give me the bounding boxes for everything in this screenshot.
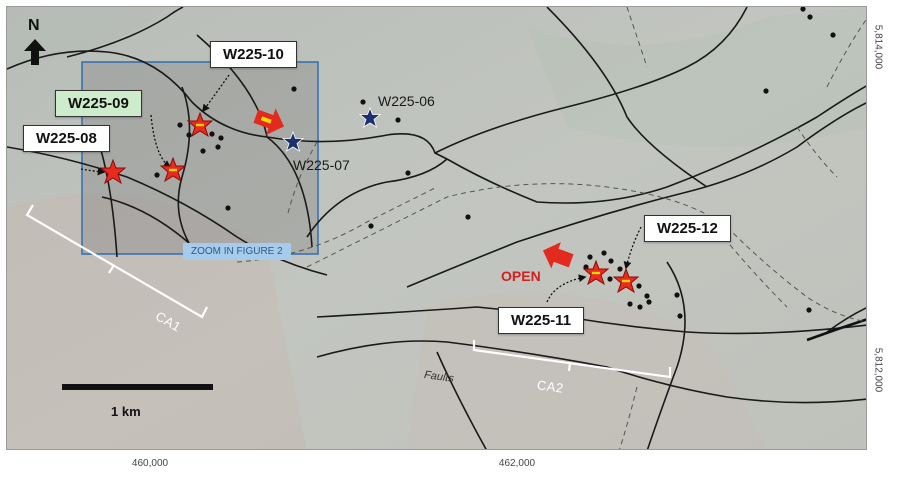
drillhole-star-w225-07[interactable] <box>281 130 305 152</box>
drillhole-star-w225-12[interactable] <box>612 267 640 294</box>
callout-w225-08[interactable]: W225-08 <box>23 125 110 152</box>
y-coord-5814000: 5,814,000 <box>872 24 884 70</box>
scale-label: 1 km <box>111 404 141 419</box>
north-arrow-icon <box>24 39 46 65</box>
callout-w225-11[interactable]: W225-11 <box>498 307 585 334</box>
map-frame: N W225-10 W225-09 W225-08 W225-12 W225-1… <box>6 6 867 450</box>
label-w225-07: W225-07 <box>293 157 350 173</box>
drillhole-star-w225-08[interactable] <box>99 158 127 185</box>
callout-w225-10[interactable]: W225-10 <box>210 41 297 68</box>
north-label: N <box>28 17 40 34</box>
leader-lines <box>80 74 642 303</box>
scale-bar <box>62 384 213 390</box>
y-coord-5812000: 5,812,000 <box>872 347 884 393</box>
x-coord-462000: 462,000 <box>498 458 536 469</box>
drillhole-star-w225-06[interactable] <box>358 106 382 128</box>
trend-arrow <box>542 242 574 269</box>
drillhole-star-w225-09[interactable] <box>159 156 187 183</box>
x-coord-460000: 460,000 <box>131 458 169 469</box>
label-open: OPEN <box>501 268 541 284</box>
fault-lines <box>7 7 866 449</box>
drill-collars <box>154 7 836 319</box>
drillhole-star-w225-10[interactable] <box>186 111 214 138</box>
callout-w225-09[interactable]: W225-09 <box>55 90 142 117</box>
drillhole-star-w225-11[interactable] <box>582 259 610 286</box>
trend-arrow <box>253 108 285 135</box>
ca1-bracket <box>25 204 208 319</box>
geology-map <box>7 7 866 449</box>
ca2-bracket <box>472 340 672 379</box>
label-zoom-figure[interactable]: ZOOM IN FIGURE 2 <box>183 243 291 260</box>
callout-w225-12[interactable]: W225-12 <box>644 215 731 242</box>
terrain-patch <box>527 7 866 147</box>
label-w225-06: W225-06 <box>378 93 435 109</box>
terrain-patch <box>7 7 167 67</box>
